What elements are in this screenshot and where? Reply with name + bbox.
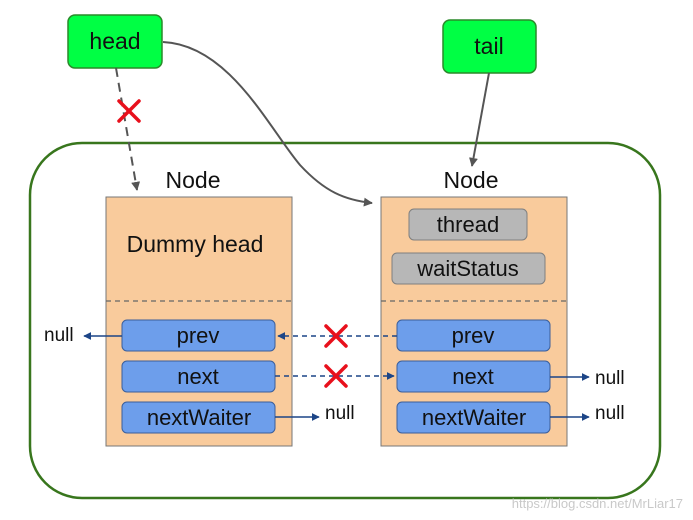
head-old-link-arrow bbox=[115, 67, 141, 191]
right-next-label: next bbox=[452, 364, 494, 389]
left-node-title: Node bbox=[166, 167, 221, 193]
right-next-waiter-label: nextWaiter bbox=[422, 405, 526, 430]
wait-status-field bbox=[391, 252, 546, 285]
left-prev-null-label: null bbox=[44, 325, 74, 346]
left-next-label: next bbox=[177, 364, 219, 389]
left-node: Dummy head prev next nextWaiter bbox=[105, 196, 293, 447]
watermark: https://blog.csdn.net/MrLiar17 bbox=[512, 496, 683, 511]
thread-label: thread bbox=[437, 212, 499, 237]
head-new-link-arrow bbox=[162, 41, 373, 207]
tail-pointer-box bbox=[442, 19, 537, 74]
cross-icon bbox=[324, 364, 348, 388]
thread-field bbox=[408, 208, 528, 241]
dummy-head-label: Dummy head bbox=[127, 231, 264, 257]
head-pointer-box bbox=[67, 14, 163, 69]
left-next-waiter-label: nextWaiter bbox=[147, 405, 251, 430]
left-prev-label: prev bbox=[177, 323, 220, 348]
wait-status-label: waitStatus bbox=[416, 256, 519, 281]
right-node-title: Node bbox=[444, 167, 499, 193]
left-next-waiter-null-label: null bbox=[325, 403, 355, 424]
cross-icon bbox=[324, 324, 348, 348]
right-next-waiter-null-label: null bbox=[595, 403, 625, 424]
cross-icon bbox=[117, 99, 141, 123]
queue-container bbox=[28, 141, 662, 500]
head-pointer-label: head bbox=[89, 28, 140, 54]
right-node: thread waitStatus prev next nextWaiter bbox=[380, 196, 568, 447]
tail-pointer-label: tail bbox=[474, 33, 503, 59]
right-next-null-label: null bbox=[595, 368, 625, 389]
tail-link-arrow bbox=[469, 72, 490, 167]
right-prev-label: prev bbox=[452, 323, 495, 348]
